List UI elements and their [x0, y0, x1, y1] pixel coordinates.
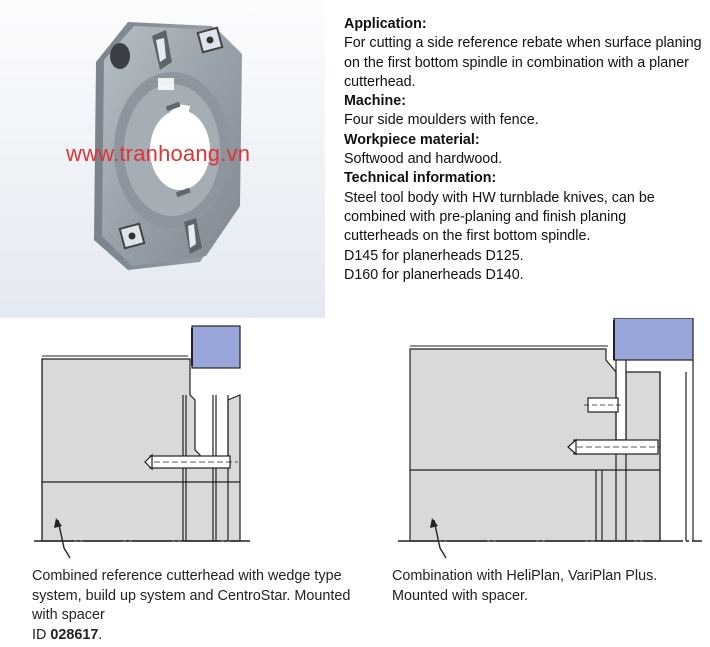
technical-line-1: D145 for planerheads D125.	[344, 247, 524, 264]
left-caption: Combined reference cutterhead with wedge…	[32, 567, 362, 645]
left-caption-id-suffix: .	[98, 626, 103, 643]
technical-line-2: D160 for planerheads D140.	[344, 266, 524, 283]
watermark-text: www.tranhoang.vn	[66, 141, 251, 166]
material-heading: Workpiece material:	[344, 131, 480, 148]
material-text: Softwood and hardwood.	[344, 151, 503, 168]
application-heading: Application:	[344, 16, 427, 32]
right-drawing	[398, 318, 702, 559]
technical-text: Steel tool body with HW turnblade knives…	[344, 189, 655, 245]
specification-text: Application: For cutting a side referenc…	[344, 15, 704, 285]
product-photo: www.tranhoang.vn	[0, 0, 325, 318]
technical-drawings	[34, 318, 702, 559]
application-text: For cutting a side reference rebate when…	[344, 35, 702, 90]
left-caption-text: Combined reference cutterhead with wedge…	[32, 568, 351, 623]
left-caption-id-value: 028617	[50, 626, 99, 643]
machine-text: Four side moulders with fence.	[344, 112, 539, 129]
left-caption-id-label: ID	[32, 626, 51, 643]
right-caption: Combination with HeliPlan, VariPlan Plus…	[392, 568, 658, 604]
technical-heading: Technical information:	[344, 170, 497, 187]
machine-heading: Machine:	[344, 93, 406, 110]
left-drawing	[34, 325, 250, 559]
cutterhead-image	[94, 22, 242, 270]
